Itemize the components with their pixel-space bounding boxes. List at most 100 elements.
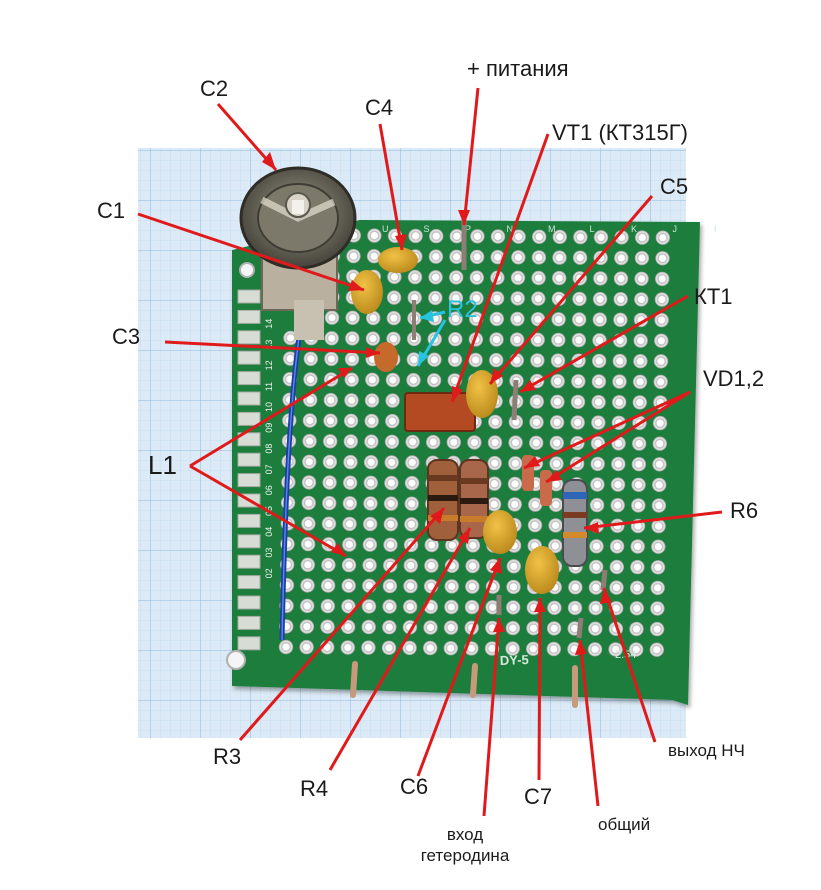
row-number: 12 — [264, 360, 274, 370]
pcb-hole — [428, 290, 443, 306]
pcb-hole — [322, 454, 338, 470]
pcb-hole — [469, 270, 484, 285]
row-number: 13 — [264, 340, 274, 350]
label-af-output: выход НЧ — [668, 741, 745, 760]
pcb-hole — [424, 558, 439, 573]
pcb-hole — [344, 372, 359, 387]
edge-pad — [237, 432, 261, 447]
cap-c1 — [351, 270, 383, 314]
pcb-hole — [570, 394, 586, 410]
pcb-hole — [341, 599, 356, 614]
row-number: 08 — [264, 444, 274, 454]
pcb-hole — [591, 374, 607, 389]
pcb-hole — [530, 353, 545, 368]
callout-arrowheads — [262, 152, 612, 655]
pcb-hole — [654, 312, 669, 328]
callout-lines — [137, 87, 723, 817]
pcb-hole — [383, 558, 398, 573]
pcb-hole — [530, 332, 545, 347]
row-number: 02 — [264, 568, 274, 578]
pcb-hole — [546, 621, 562, 636]
pcb-hole — [404, 517, 419, 532]
pcb-hole — [610, 498, 625, 513]
pcb-hole — [381, 640, 397, 655]
pcb-hole — [507, 476, 523, 492]
pcb-hole — [383, 537, 398, 552]
pcb-hole — [592, 312, 607, 327]
pcb-hole — [548, 518, 563, 533]
pcb-hole — [386, 290, 402, 305]
pcb-hole — [629, 621, 644, 637]
pcb-hole — [590, 477, 605, 492]
pcb-hole — [321, 557, 336, 573]
pcb-hole — [323, 392, 338, 408]
pcb-hole — [631, 498, 646, 513]
pcb-hole — [629, 642, 644, 657]
pcb-hole — [506, 579, 521, 595]
pcb-hole — [526, 641, 541, 656]
pcb-hole — [362, 537, 378, 552]
mount-hole-tl — [239, 262, 255, 278]
callout-r6 — [583, 510, 723, 530]
column-letter: M — [548, 224, 556, 234]
label-c6: C6 — [400, 774, 429, 799]
pcb-hole — [508, 435, 523, 450]
pcb-hole — [653, 374, 668, 390]
callout-r3 — [238, 507, 446, 741]
pcb-hole — [653, 354, 669, 369]
terminal-common — [576, 617, 584, 639]
pcb-hole — [469, 249, 485, 265]
pcb-hole — [609, 580, 624, 595]
pcb-hole — [365, 331, 381, 346]
pcb-hole — [631, 457, 647, 472]
pcb-hole — [404, 475, 420, 491]
callout-common — [578, 639, 600, 807]
resistor-r4 — [459, 459, 489, 539]
pcb-hole — [651, 518, 666, 534]
pcb-hole — [428, 249, 444, 264]
edge-pad — [237, 595, 261, 610]
callout-vd2 — [545, 390, 691, 484]
pcb-hole — [361, 640, 376, 655]
pcb-hole — [423, 620, 438, 635]
pcb-hole — [652, 415, 668, 431]
pcb-hole — [361, 599, 377, 614]
callout-c3 — [164, 340, 381, 355]
callout-power — [462, 87, 480, 226]
pcb-hole — [572, 291, 587, 307]
pcb-hole — [549, 456, 564, 471]
edge-pad — [237, 513, 261, 528]
pcb-hole — [651, 498, 667, 513]
pcb-hole — [551, 312, 566, 327]
pcb-hole — [593, 230, 609, 245]
pcb-hole — [300, 557, 315, 572]
column-letter: P — [465, 224, 471, 234]
callout-lo-input — [482, 617, 501, 817]
edge-pad — [237, 534, 261, 549]
callout-vd1 — [523, 390, 691, 470]
pcb-hole — [487, 435, 503, 450]
pcb-hole — [609, 559, 624, 575]
pcb-hole — [444, 579, 459, 594]
pcb-hole — [549, 415, 565, 430]
pcb-hole — [592, 291, 608, 307]
pcb-hole — [300, 598, 315, 614]
pcb-hole — [552, 229, 567, 245]
pcb-hole — [633, 333, 648, 348]
pcb-hole — [629, 601, 644, 616]
row-number: 11 — [264, 382, 274, 391]
pcb-hole — [322, 495, 337, 511]
pcb-hole — [649, 621, 665, 637]
pcb-hole — [552, 250, 567, 265]
pcb-hole — [447, 352, 463, 367]
pcb-hole — [342, 516, 357, 532]
pcb-hole — [633, 354, 648, 369]
pcb-hole — [531, 291, 546, 306]
callout-l1-a — [189, 366, 353, 468]
pcb-hole — [505, 641, 520, 656]
pcb-hole — [323, 413, 338, 428]
edge-pad — [237, 350, 261, 365]
pcb-hole — [590, 456, 605, 472]
pcb-hole — [302, 413, 318, 428]
